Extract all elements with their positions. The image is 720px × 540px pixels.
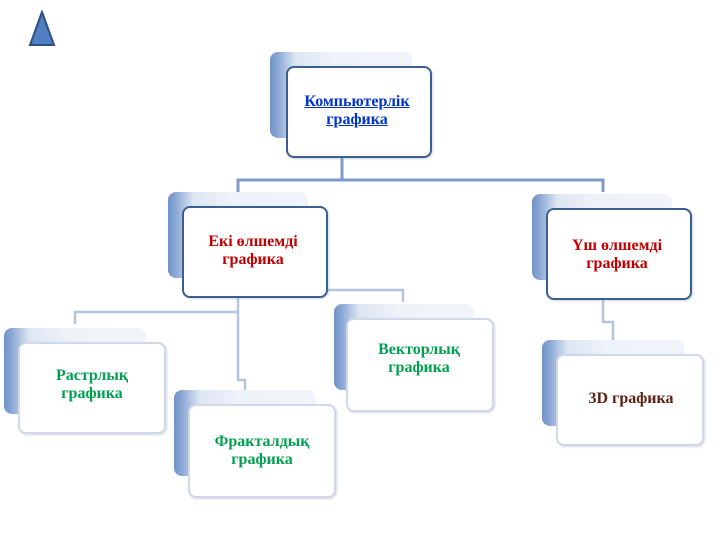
- node-label: Екі өлшемді графика: [208, 233, 298, 268]
- node-label: Векторлық графика: [378, 341, 460, 376]
- connector-3d-3d: [601, 282, 615, 340]
- node-label[interactable]: Компьютерлік графика: [304, 93, 410, 128]
- connector-2d-fractal: [236, 312, 247, 392]
- connector-root-3d: [342, 178, 605, 192]
- connector-root-2d: [236, 158, 344, 192]
- triangle-up-icon[interactable]: [28, 9, 56, 48]
- node-label: Фракталдық графика: [214, 433, 310, 468]
- node-label: Растрлық графика: [55, 367, 129, 402]
- node-label: 3D графика: [588, 390, 674, 407]
- node-label: Үш өлшемді графика: [571, 237, 663, 272]
